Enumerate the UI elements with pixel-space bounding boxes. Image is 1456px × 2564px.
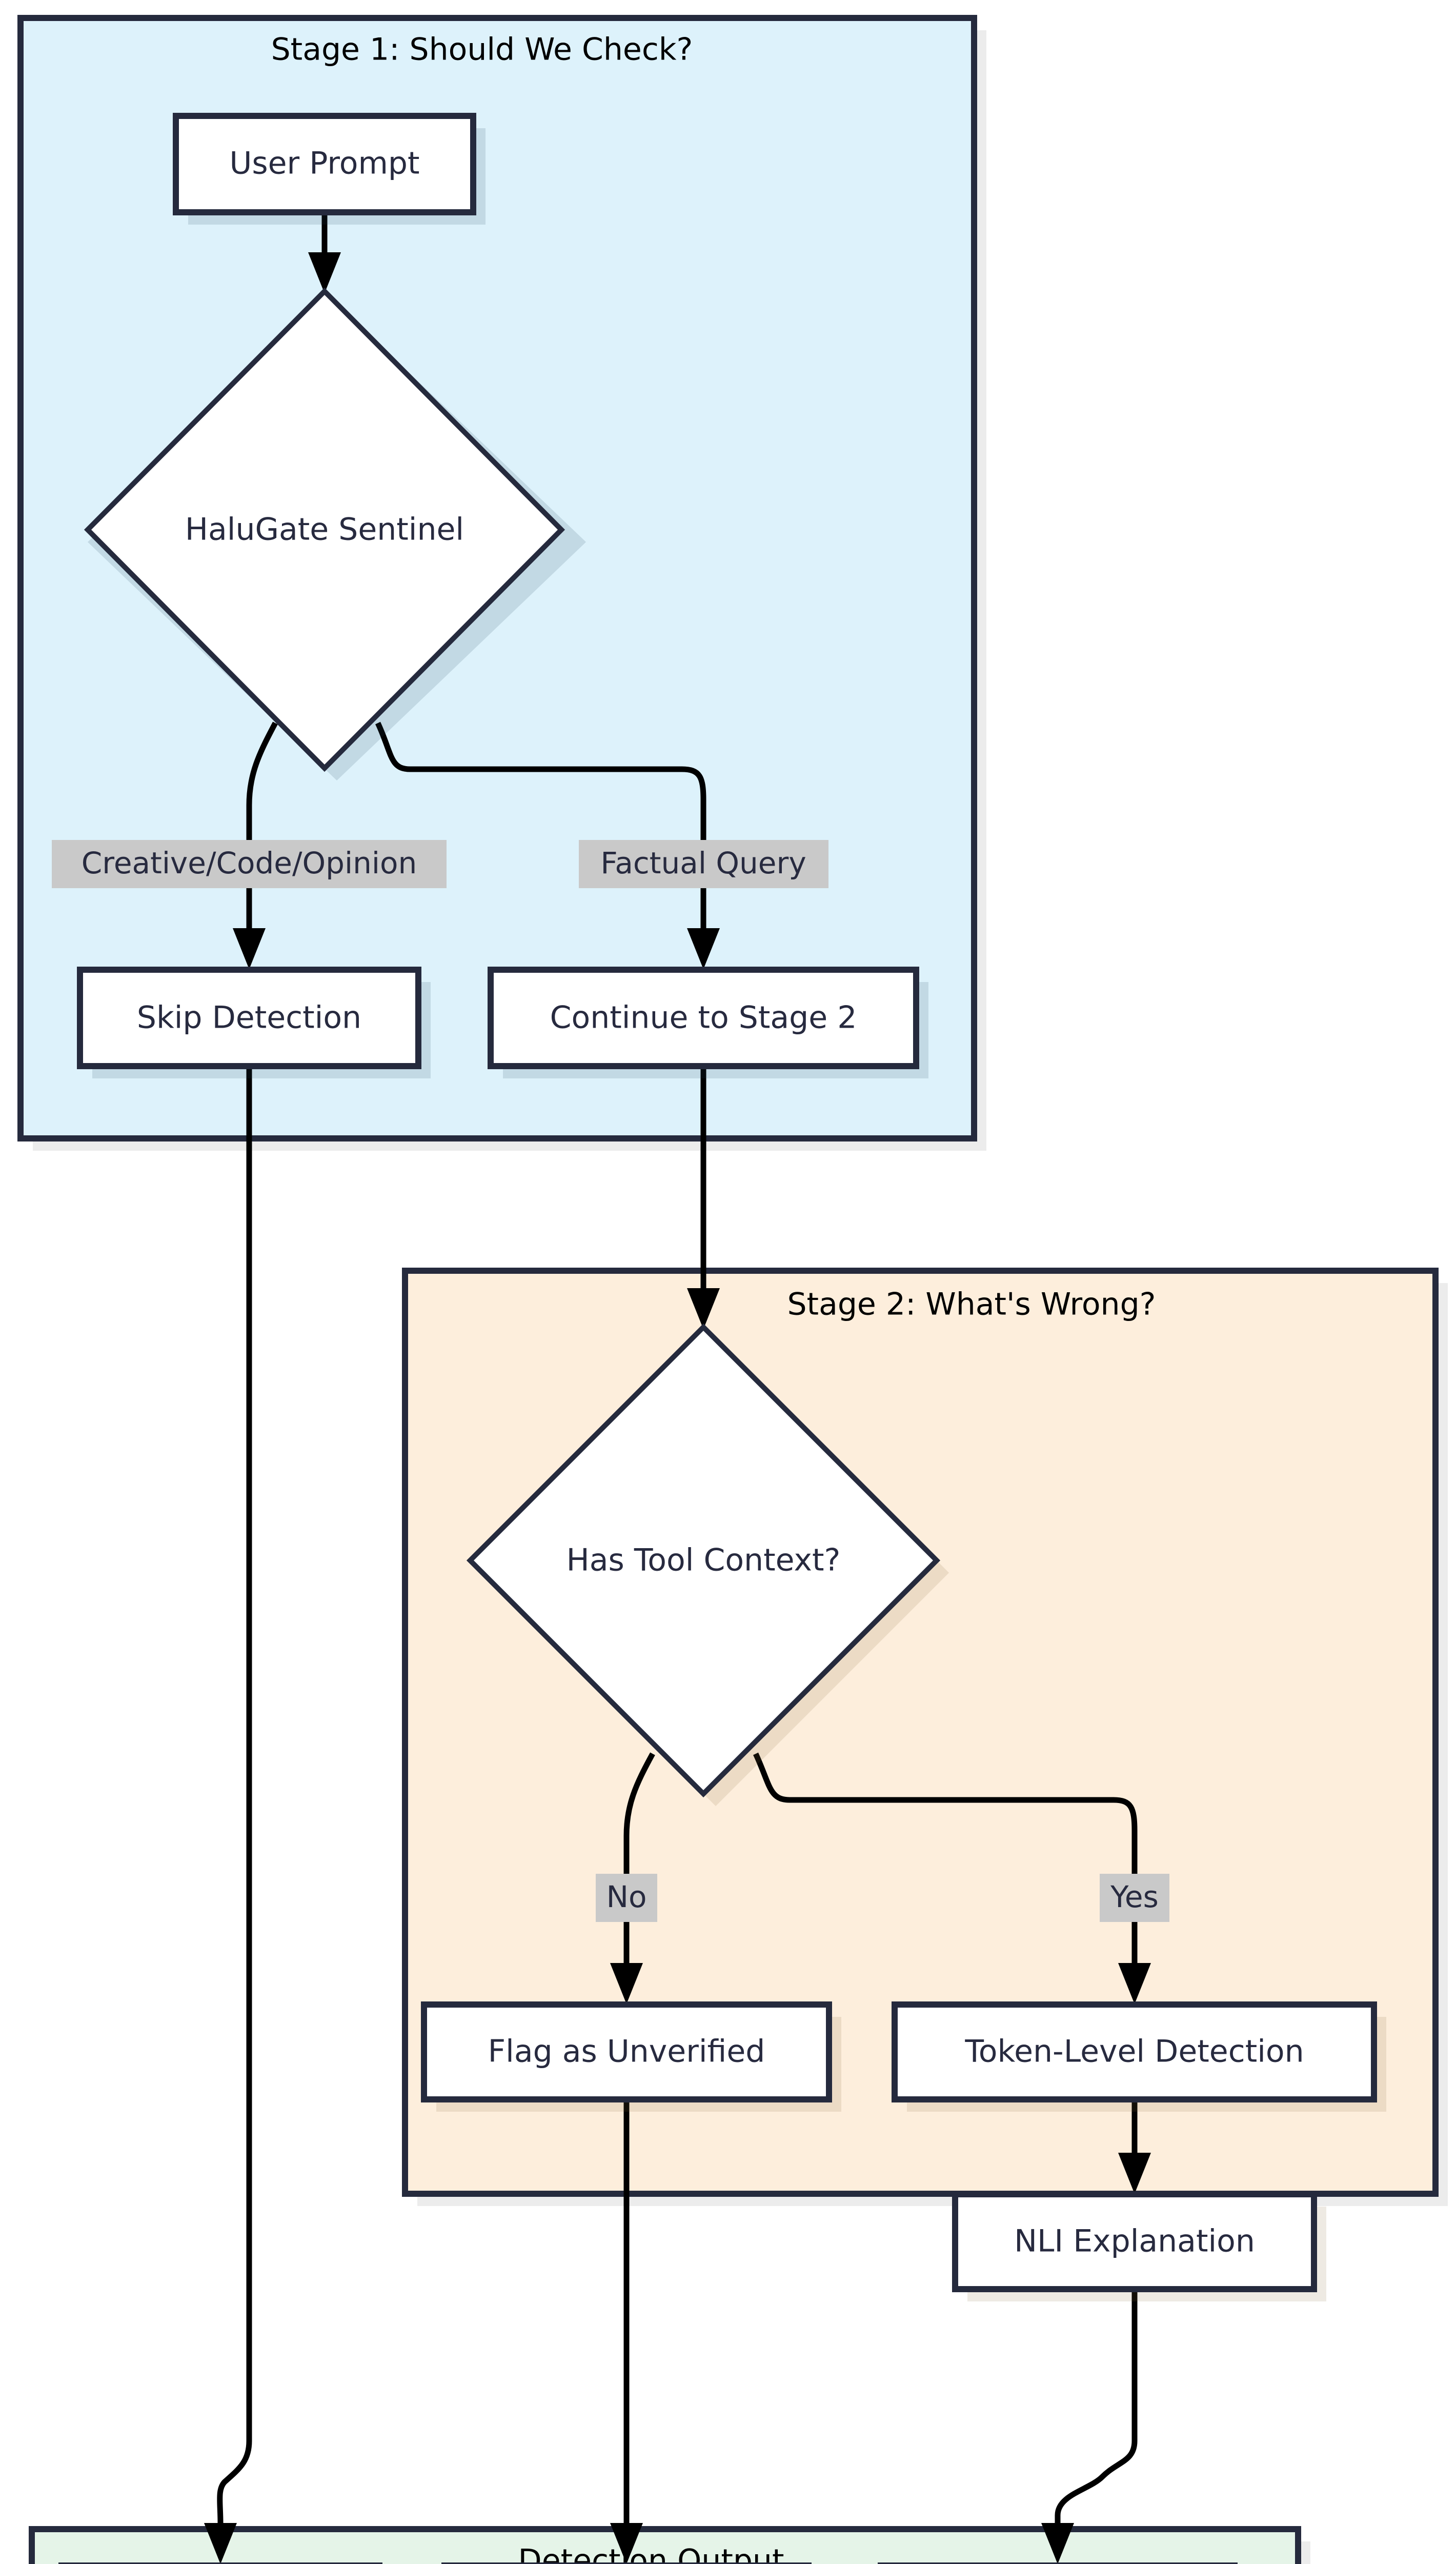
node-token-level-detection[interactable]: Token-Level Detection: [892, 2001, 1386, 2112]
edge-halugate-to-continue-stage2: [375, 722, 720, 969]
edge-flag-unverified-to-warning-header: [610, 2100, 643, 2564]
edge-label-creative-code-opinion: Creative/Code/Opinion: [52, 840, 447, 888]
cluster-output-title: Detection Output: [518, 2543, 784, 2564]
edge-label-yes-bg: [1100, 1874, 1169, 1922]
edge-halugate-to-skip-detection: [233, 722, 278, 969]
node-has-tool-context-body: [466, 1323, 941, 1798]
node-has-tool-context[interactable]: Has Tool Context?: [466, 1323, 949, 1806]
node-continue-to-stage-2[interactable]: Continue to Stage 2: [488, 967, 928, 1078]
edge-label-yes: Yes: [1100, 1874, 1169, 1922]
cluster-output-body: [29, 2526, 1301, 2564]
edge-label-factual-query-text: Factual Query: [600, 846, 806, 880]
node-flag-as-unverified-label: Flag as Unverified: [488, 2034, 765, 2070]
edge-label-no: No: [596, 1874, 657, 1922]
node-skip-detection-body: [77, 967, 421, 1069]
edge-user-prompt-to-halugate: [308, 212, 341, 293]
node-has-tool-context-label: Has Tool Context?: [567, 1543, 841, 1578]
edge-label-yes-text: Yes: [1110, 1879, 1159, 1914]
node-token-level-detection-label: Token-Level Detection: [964, 2034, 1304, 2070]
node-nli-explanation-body: [952, 2191, 1317, 2292]
node-halugate-sentinel[interactable]: HaluGate Sentinel: [84, 287, 586, 780]
edge-skip-detection-to-pass-through: [204, 1066, 252, 2564]
node-skip-detection-label: Skip Detection: [137, 1000, 361, 1036]
node-user-prompt-body: [173, 113, 476, 215]
node-nli-explanation-label: NLI Explanation: [1014, 2224, 1255, 2259]
node-halugate-sentinel-label: HaluGate Sentinel: [185, 512, 464, 548]
cluster-output: Detection Output: [29, 2526, 1310, 2564]
node-continue-to-stage-2-label: Continue to Stage 2: [550, 1000, 857, 1036]
edge-has-tool-context-to-flag-unverified: [610, 1752, 655, 2004]
node-nli-explanation[interactable]: NLI Explanation: [952, 2191, 1326, 2301]
node-token-level-detection-body: [892, 2001, 1377, 2102]
edge-label-factual-query: Factual Query: [579, 840, 828, 888]
edge-label-creative-code-opinion-text: Creative/Code/Opinion: [82, 846, 417, 880]
edge-nli-explanation-to-detailed-report: [1041, 2289, 1138, 2564]
cluster-stage1-title: Stage 1: Should We Check?: [271, 32, 693, 68]
edge-has-tool-context-to-token-level-detection: [753, 1752, 1151, 2004]
node-skip-detection[interactable]: Skip Detection: [77, 967, 431, 1078]
edge-label-no-bg: [596, 1874, 657, 1922]
node-user-prompt-label: User Prompt: [229, 146, 419, 182]
edge-label-no-text: No: [606, 1879, 647, 1914]
cluster-stage2-title: Stage 2: What's Wrong?: [787, 1287, 1156, 1323]
node-continue-to-stage-2-body: [488, 967, 919, 1069]
edge-continue-stage2-to-has-tool-context: [687, 1066, 720, 1329]
node-user-prompt[interactable]: User Prompt: [173, 113, 486, 225]
node-flag-as-unverified[interactable]: Flag as Unverified: [421, 2001, 841, 2112]
node-flag-as-unverified-body: [421, 2001, 832, 2102]
node-halugate-sentinel-body: [84, 287, 565, 772]
edge-label-factual-query-bg: [579, 840, 828, 888]
edge-token-level-detection-to-nli-explanation: [1118, 2099, 1151, 2194]
edge-label-creative-code-opinion-bg: [52, 840, 447, 888]
